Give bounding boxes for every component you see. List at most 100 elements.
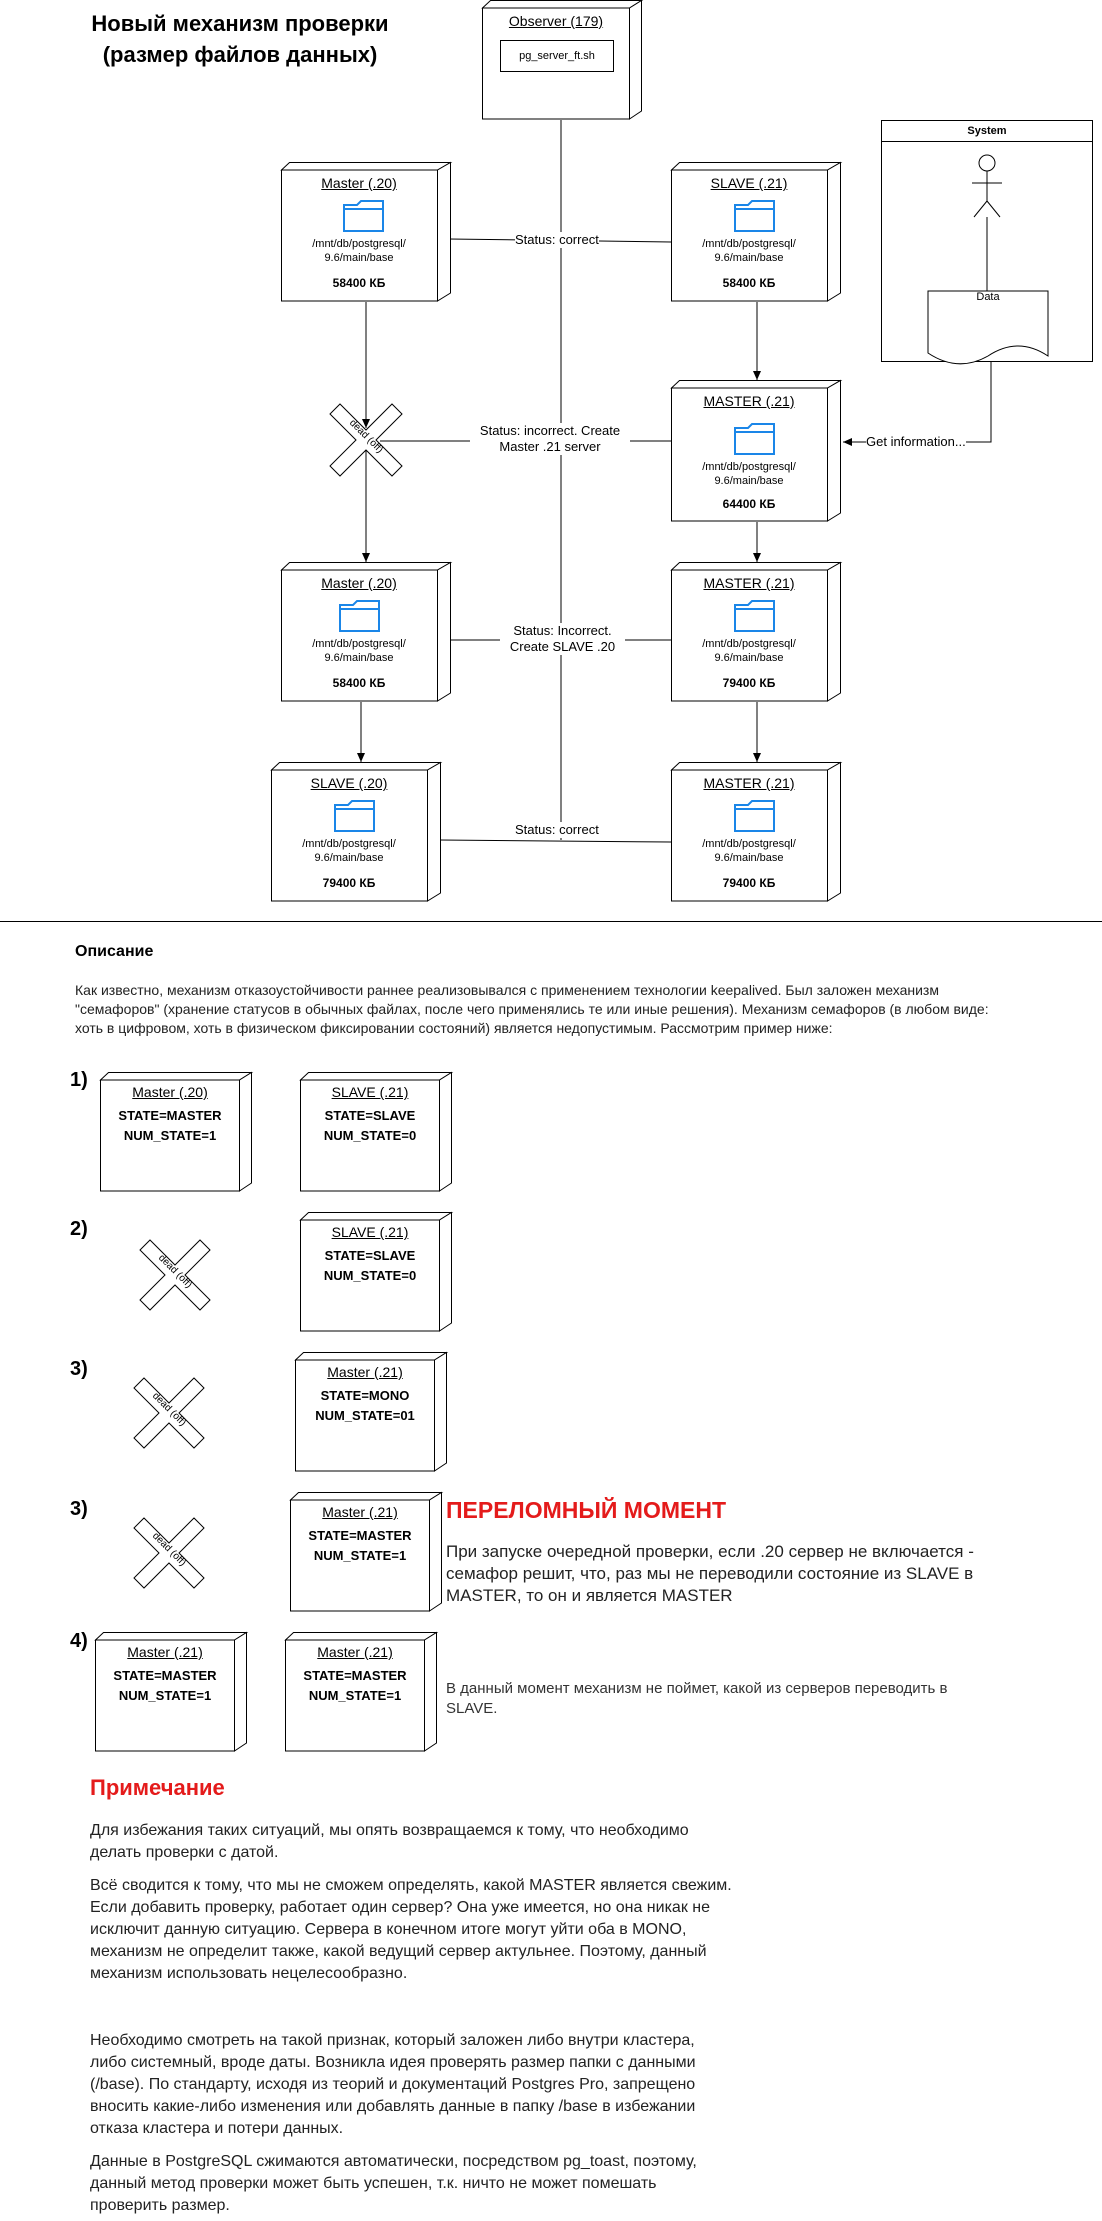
node-num-state: NUM_STATE=0 xyxy=(323,1128,417,1143)
node-state: STATE=MASTER xyxy=(303,1668,407,1683)
step3-master-21-mono: Master (.21) STATE=MONO NUM_STATE=01 xyxy=(294,1351,449,1472)
node-state: STATE=MASTER xyxy=(118,1108,222,1123)
node-label: SLAVE (.21) xyxy=(710,175,788,191)
data-label: Data xyxy=(976,291,1000,303)
system-title: System xyxy=(882,121,1092,142)
node-size: 64400 КБ xyxy=(722,497,776,511)
observer-label: Observer (179) xyxy=(508,13,604,29)
node-path: /mnt/db/postgresql/ 9.6/main/base xyxy=(302,838,396,864)
node-label: MASTER (.21) xyxy=(703,575,795,591)
node-state: STATE=MONO xyxy=(320,1388,410,1403)
turning-point-text: При запуске очередной проверки, если .20… xyxy=(446,1542,974,1605)
note-heading: Примечание xyxy=(90,1775,225,1800)
dead-x-icon xyxy=(133,1517,205,1589)
note-paragraph-2: Всё сводится к тому, что мы не сможем оп… xyxy=(90,1877,732,1982)
step-number: 2) xyxy=(70,1218,88,1240)
node-num-state: NUM_STATE=1 xyxy=(118,1688,212,1703)
step-number: 4) xyxy=(70,1630,88,1652)
data-document-icon xyxy=(927,290,1049,365)
edge-label-status-correct-2: Status: correct xyxy=(515,822,599,838)
node-num-state: NUM_STATE=1 xyxy=(308,1688,402,1703)
node-size: 58400 КБ xyxy=(332,276,386,290)
node-label: Master (.20) xyxy=(321,575,397,591)
node-path: /mnt/db/postgresql/ 9.6/main/base xyxy=(702,838,796,864)
node-slave-20: SLAVE (.20) /mnt/db/postgresql/ 9.6/main… xyxy=(270,761,443,902)
edge-label-status-incorrect: Status: incorrect. Create Master .21 ser… xyxy=(470,423,630,455)
dead-server-marker: dead (off) xyxy=(329,403,403,477)
node-label: MASTER (.21) xyxy=(703,775,795,791)
node-label: SLAVE (.21) xyxy=(331,1224,409,1240)
step-number: 3) xyxy=(70,1358,88,1380)
node-num-state: NUM_STATE=1 xyxy=(123,1128,217,1143)
node-state: STATE=SLAVE xyxy=(324,1108,416,1123)
note-paragraph-3: Необходимо смотреть на такой признак, ко… xyxy=(90,2032,696,2137)
node-master-20-b: Master (.20) /mnt/db/postgresql/ 9.6/mai… xyxy=(280,561,453,702)
node-label: Master (.20) xyxy=(132,1084,208,1100)
node-label: SLAVE (.21) xyxy=(331,1084,409,1100)
node-label: Master (.20) xyxy=(321,175,397,191)
folder-icon xyxy=(343,200,384,232)
step1-master-20: Master (.20) STATE=MASTER NUM_STATE=1 xyxy=(99,1071,254,1192)
folder-icon xyxy=(734,600,775,632)
dead-x-icon xyxy=(329,403,403,477)
node-size: 58400 КБ xyxy=(722,276,776,290)
dead-x-icon xyxy=(139,1239,211,1311)
observer-script: pg_server_ft.sh xyxy=(500,40,614,72)
folder-icon xyxy=(734,200,775,232)
edge-label-get-information: Get information... xyxy=(866,434,966,450)
node-master-21-a: MASTER (.21) /mnt/db/postgresql/ 9.6/mai… xyxy=(670,379,843,522)
arrow-system-to-master21 xyxy=(843,360,992,446)
node-master-21-c: MASTER (.21) /mnt/db/postgresql/ 9.6/mai… xyxy=(670,761,843,902)
step-number: 3) xyxy=(70,1498,88,1520)
folder-icon xyxy=(734,423,775,455)
node-path: /mnt/db/postgresql/ 9.6/main/base xyxy=(312,638,406,664)
diagram-title: Новый механизм проверки (размер файлов д… xyxy=(91,11,389,67)
edge-label-status-correct: Status: correct xyxy=(515,232,599,248)
section-divider xyxy=(0,921,1102,922)
note-paragraph-4: Данные в PostgreSQL сжимаются автоматиче… xyxy=(90,2153,697,2214)
node-label: MASTER (.21) xyxy=(703,393,795,409)
folder-icon xyxy=(339,600,380,632)
node-size: 58400 КБ xyxy=(332,676,386,690)
actor-icon xyxy=(927,154,1049,365)
node-label: Master (.21) xyxy=(317,1644,393,1660)
node-state: STATE=SLAVE xyxy=(324,1248,416,1263)
failover-diagram: Новый механизм проверки (размер файлов д… xyxy=(91,0,1093,902)
node-state: STATE=MASTER xyxy=(113,1668,217,1683)
turning-point-heading: ПЕРЕЛОМНЫЙ МОМЕНТ xyxy=(446,1497,726,1523)
node-label: Master (.21) xyxy=(322,1504,398,1520)
node-label: SLAVE (.20) xyxy=(310,775,388,791)
dead-server-marker: dead (off) xyxy=(133,1377,205,1449)
node-path: /mnt/db/postgresql/ 9.6/main/base xyxy=(702,461,796,487)
node-path: /mnt/db/postgresql/ 9.6/main/base xyxy=(312,238,406,264)
node-size: 79400 КБ xyxy=(322,876,376,890)
step-number: 1) xyxy=(70,1069,88,1091)
node-size: 79400 КБ xyxy=(722,676,776,690)
node-num-state: NUM_STATE=01 xyxy=(315,1408,415,1423)
folder-icon xyxy=(734,800,775,832)
step4-master-21-b: Master (.21) STATE=MASTER NUM_STATE=1 xyxy=(284,1631,439,1752)
node-path: /mnt/db/postgresql/ 9.6/main/base xyxy=(702,638,796,664)
folder-icon xyxy=(334,800,375,832)
step4-text: В данный момент механизм не поймет, како… xyxy=(446,1680,948,1717)
status-line-4 xyxy=(439,839,672,843)
node-num-state: NUM_STATE=0 xyxy=(323,1268,417,1283)
dead-server-marker: dead (off) xyxy=(139,1239,211,1311)
step1-slave-21: SLAVE (.21) STATE=SLAVE NUM_STATE=0 xyxy=(299,1071,454,1192)
step4-master-21-a: Master (.21) STATE=MASTER NUM_STATE=1 xyxy=(94,1631,249,1752)
dead-server-marker: dead (off) xyxy=(133,1517,205,1589)
node-slave-21: SLAVE (.21) /mnt/db/postgresql/ 9.6/main… xyxy=(670,161,843,302)
dead-x-icon xyxy=(133,1377,205,1449)
edge-label-status-incorrect-2: Status: Incorrect. Create SLAVE .20 xyxy=(500,623,625,655)
node-path: /mnt/db/postgresql/ 9.6/main/base xyxy=(702,238,796,264)
node-master-20-a: Master (.20) /mnt/db/postgresql/ 9.6/mai… xyxy=(280,161,453,302)
node-num-state: NUM_STATE=1 xyxy=(313,1548,407,1563)
step3-master-21: Master (.21) STATE=MASTER NUM_STATE=1 xyxy=(289,1491,444,1612)
observer-node: Observer (179) pg_server_ft.sh xyxy=(481,0,644,120)
description-text: Как известно, механизм отказоустойчивост… xyxy=(75,982,989,1036)
description-heading: Описание xyxy=(75,943,154,960)
step2-slave-21: SLAVE (.21) STATE=SLAVE NUM_STATE=0 xyxy=(299,1211,454,1332)
node-master-21-b: MASTER (.21) /mnt/db/postgresql/ 9.6/mai… xyxy=(670,561,843,702)
system-box: System Data xyxy=(881,120,1093,365)
note-paragraph-1: Для избежания таких ситуаций, мы опять в… xyxy=(90,1822,689,1861)
